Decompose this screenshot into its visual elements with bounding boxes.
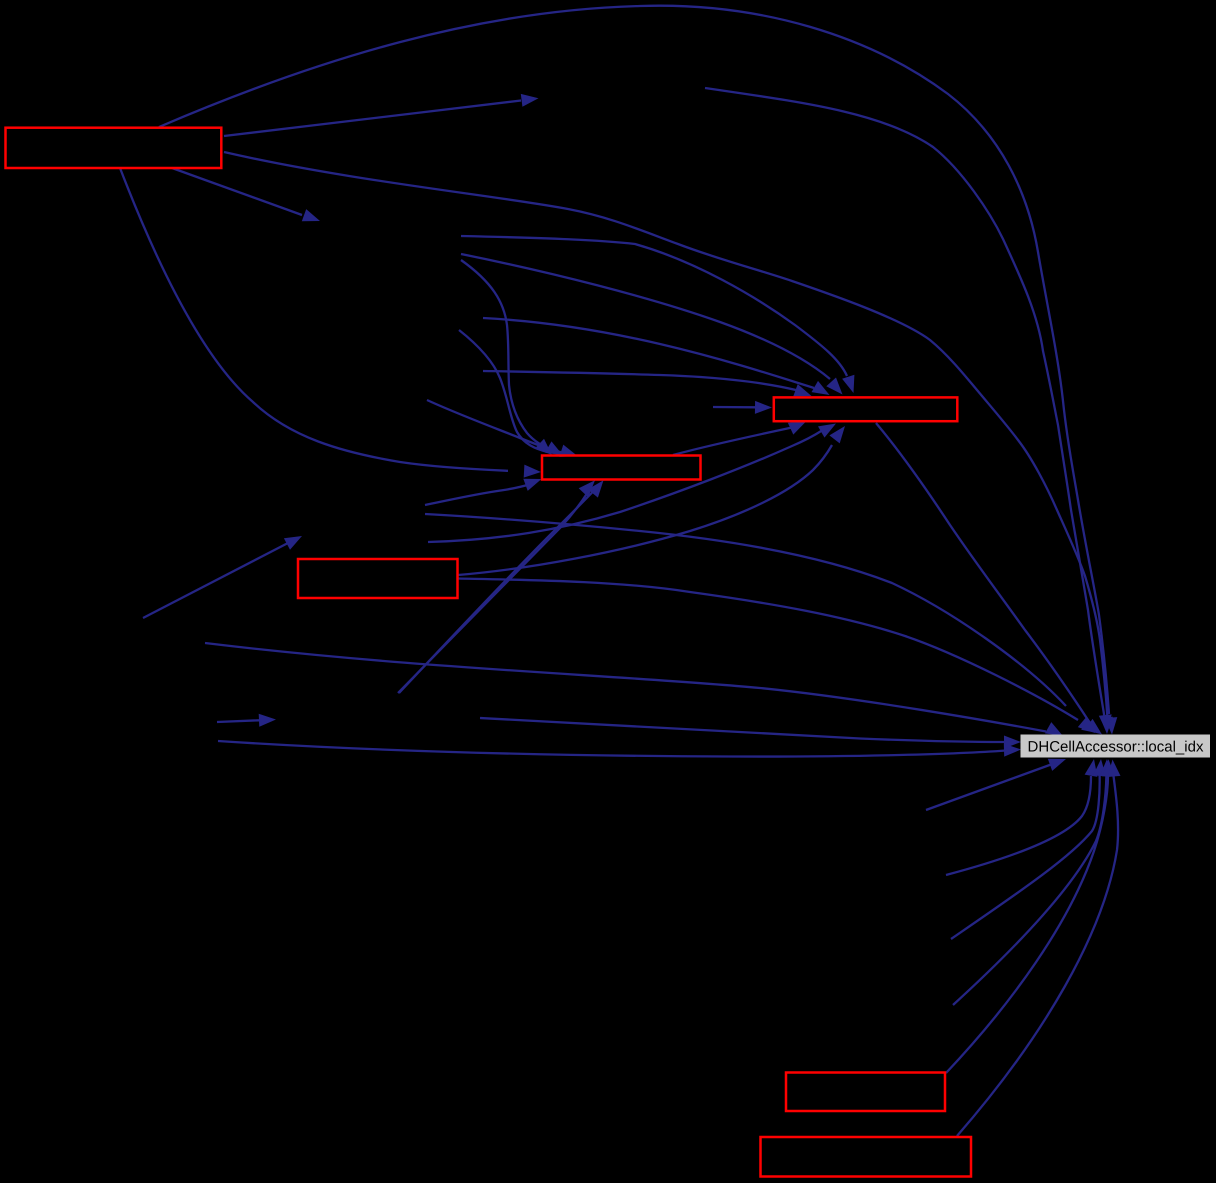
svg-text:DHCellAccessor::local_idx: DHCellAccessor::local_idx <box>1028 739 1204 756</box>
